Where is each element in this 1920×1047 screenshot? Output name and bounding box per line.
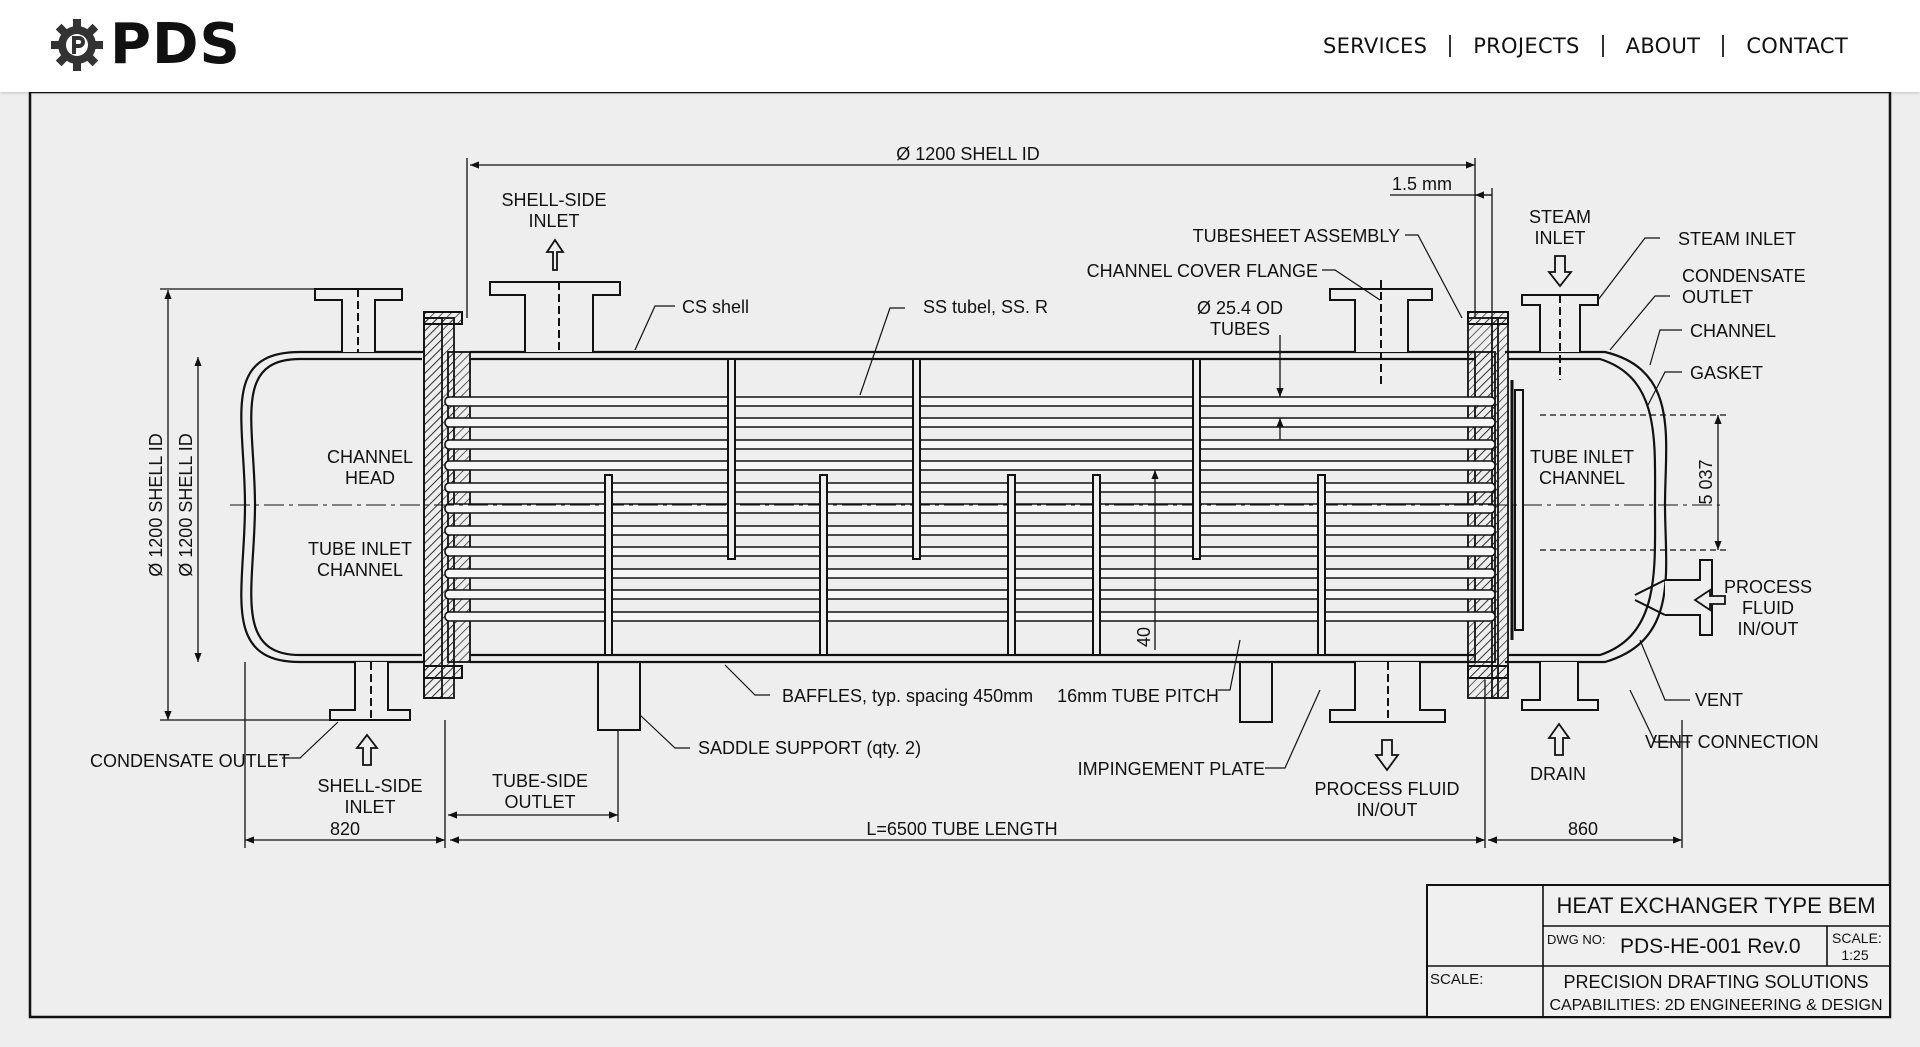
label-tube-side-outlet-2: OUTLET <box>504 792 575 812</box>
main-nav: SERVICES PROJECTS ABOUT CONTACT <box>1301 0 1870 92</box>
nav-divider <box>1449 35 1452 57</box>
label-process-fluid-right-2: FLUID <box>1742 598 1794 618</box>
label-steam-inlet-top: STEAM <box>1529 207 1591 227</box>
label-channel-head: CHANNEL <box>327 447 413 467</box>
heat-exchanger-drawing: Ø 1200 SHELL ID 1.5 mm Ø 1200 SHELL ID Ø… <box>28 92 1892 1019</box>
label-condensate-outlet-left: CONDENSATE OUTLET <box>90 751 290 771</box>
dim-shell-id-left1: Ø 1200 SHELL ID <box>146 433 166 576</box>
baffles <box>604 358 1326 656</box>
nav-contact[interactable]: CONTACT <box>1746 34 1848 58</box>
tube-bundle <box>444 396 1496 622</box>
label-tube-inlet-channel-right-2: CHANNEL <box>1539 468 1625 488</box>
dim-tube-length: L=6500 TUBE LENGTH <box>866 819 1057 839</box>
dim-shell-id-top: Ø 1200 SHELL ID <box>896 144 1039 164</box>
label-vent-connection: VENT CONNECTION <box>1645 732 1819 752</box>
flow-arrows <box>355 238 1726 772</box>
label-gasket: GASKET <box>1690 363 1763 383</box>
nav-divider <box>1722 35 1725 57</box>
label-tube-inlet-channel-left-2: CHANNEL <box>317 560 403 580</box>
label-process-fluid-bottom-2: IN/OUT <box>1357 800 1418 820</box>
dim-820: 820 <box>330 819 360 839</box>
label-condensate-outlet-right: CONDENSATE <box>1682 266 1806 286</box>
label-shell-side-inlet-bottom-2: INLET <box>344 797 395 817</box>
label-steam-inlet-top-2: INLET <box>1534 228 1585 248</box>
nav-services[interactable]: SERVICES <box>1322 34 1428 58</box>
label-vent: VENT <box>1695 690 1743 710</box>
label-drain: DRAIN <box>1530 764 1586 784</box>
label-steam-inlet-right: STEAM INLET <box>1678 229 1796 249</box>
label-od-tubes-2: TUBES <box>1210 319 1270 339</box>
scale-value: 1:25 <box>1841 947 1868 963</box>
nav-about[interactable]: ABOUT <box>1625 34 1701 58</box>
drawing-labels: Ø 1200 SHELL ID 1.5 mm Ø 1200 SHELL ID Ø… <box>90 144 1819 839</box>
drawing-border <box>28 92 1892 1019</box>
label-process-fluid-bottom: PROCESS FLUID <box>1314 779 1459 799</box>
label-ss-tubel: SS tubel, SS. R <box>923 297 1048 317</box>
dim-shell-id-left2: Ø 1200 SHELL ID <box>176 433 196 576</box>
label-impingement-plate: IMPINGEMENT PLATE <box>1078 759 1265 779</box>
scale-label: SCALE: <box>1832 930 1882 946</box>
logo-link[interactable]: PDS <box>50 12 241 77</box>
dwg-no: PDS-HE-001 Rev.0 <box>1620 935 1801 958</box>
label-process-fluid-right: PROCESS <box>1724 577 1812 597</box>
dwg-no-label: DWG NO: <box>1547 932 1606 947</box>
dim-40: 40 <box>1134 627 1154 647</box>
label-shell-side-inlet-top: SHELL-SIDE <box>501 190 606 210</box>
label-shell-side-inlet-bottom: SHELL-SIDE <box>317 776 422 796</box>
label-channel: CHANNEL <box>1690 321 1776 341</box>
label-od-tubes: Ø 25.4 OD <box>1197 298 1283 318</box>
scale-label-2: SCALE: <box>1430 971 1483 988</box>
label-shell-side-inlet-top-2: INLET <box>528 211 579 231</box>
label-process-fluid-right-3: IN/OUT <box>1738 619 1799 639</box>
label-tube-inlet-channel-left: TUBE INLET <box>308 539 412 559</box>
dimension-lines <box>160 158 1730 848</box>
label-saddle-support: SADDLE SUPPORT (qty. 2) <box>698 738 921 758</box>
nav-divider <box>1601 35 1604 57</box>
label-cs-shell: CS shell <box>682 297 749 317</box>
capabilities: CAPABILITIES: 2D ENGINEERING & DESIGN <box>1549 997 1882 1014</box>
title-block: HEAT EXCHANGER TYPE BEM DWG NO: PDS-HE-0… <box>1426 884 1891 1018</box>
label-condensate-outlet-right-2: OUTLET <box>1682 287 1753 307</box>
company-name: PRECISION DRAFTING SOLUTIONS <box>1563 972 1868 992</box>
label-channel-head-2: HEAD <box>345 468 395 488</box>
nav-projects[interactable]: PROJECTS <box>1473 34 1580 58</box>
label-channel-cover-flange: CHANNEL COVER FLANGE <box>1087 261 1318 281</box>
label-tube-side-outlet: TUBE-SIDE <box>492 771 588 791</box>
dim-860: 860 <box>1568 819 1598 839</box>
site-header: PDS SERVICES PROJECTS ABOUT CONTACT <box>0 0 1920 92</box>
leader-lines <box>282 234 1690 769</box>
title-block-title: HEAT EXCHANGER TYPE BEM <box>1556 893 1875 918</box>
engineering-drawing: Ø 1200 SHELL ID 1.5 mm Ø 1200 SHELL ID Ø… <box>0 92 1920 1047</box>
label-baffles: BAFFLES, typ. spacing 450mm <box>782 686 1033 706</box>
dim-gap: 1.5 mm <box>1392 174 1452 194</box>
label-tubesheet-assembly: TUBESHEET ASSEMBLY <box>1193 226 1400 246</box>
label-tube-inlet-channel-right: TUBE INLET <box>1530 447 1634 467</box>
logo-text: PDS <box>110 12 241 77</box>
dim-right-vertical: 5 037 <box>1696 459 1716 504</box>
gear-icon <box>51 19 103 71</box>
label-tube-pitch: 16mm TUBE PITCH <box>1057 686 1219 706</box>
nozzles <box>314 280 1713 731</box>
